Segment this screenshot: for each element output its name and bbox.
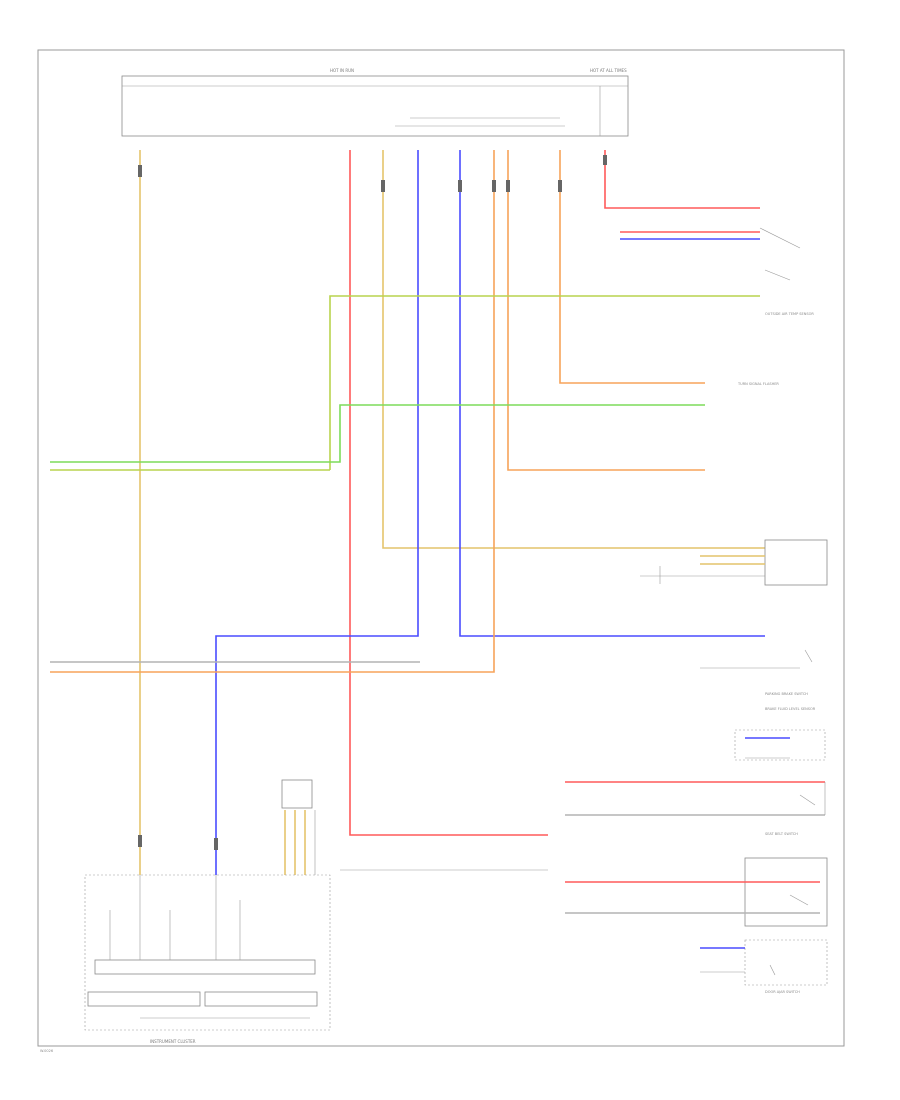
wire-green-cluster [50, 404, 705, 463]
module-label-right: HOT AT ALL TIMES [590, 68, 627, 73]
wire-red-sensor [603, 150, 760, 209]
label-door-ajar: DOOR AJAR SWITCH [765, 990, 800, 994]
cluster-label: INSTRUMENT CLUSTER [150, 1039, 196, 1044]
brake-fluid-level-sensor [700, 649, 813, 669]
wire-blue-right [458, 150, 765, 637]
top-control-module: HOT IN RUN HOT AT ALL TIMES [121, 68, 629, 137]
sensor-connector-block [640, 539, 828, 586]
wire-lime-switch [50, 295, 760, 471]
wire-orange-left [50, 150, 496, 673]
label-outside-air-temp: OUTSIDE AIR TEMP SENSOR [765, 312, 814, 316]
door-ajar-switch [565, 857, 828, 927]
outside-air-temp-sensor [620, 227, 801, 281]
wire-orange-flasher [506, 150, 705, 471]
seat-belt-switch [565, 781, 826, 816]
figure-code: W.0026 [40, 1049, 53, 1053]
parking-brake-switch [734, 729, 826, 761]
label-brake-fluid: BRAKE FLUID LEVEL SENSOR [765, 707, 816, 711]
bottom-right-switch [700, 939, 828, 986]
instrument-cluster: INSTRUMENT CLUSTER [84, 874, 331, 1044]
label-parking-brake: PARKING BRAKE SWITCH [765, 692, 808, 696]
label-seat-belt: SEAT BELT SWITCH [765, 832, 798, 836]
wire-yellow-cluster [138, 150, 142, 875]
wire-orange-parking [558, 150, 705, 384]
diagram-frame [37, 49, 845, 1047]
cluster-connector-group [281, 779, 548, 875]
wire-blue-cluster [214, 150, 419, 875]
module-label-left: HOT IN RUN [330, 68, 354, 73]
wire-red-main [349, 150, 548, 836]
wire-tan-sensor [381, 150, 765, 549]
label-turn-signal: TURN SIGNAL FLASHER [737, 382, 779, 386]
